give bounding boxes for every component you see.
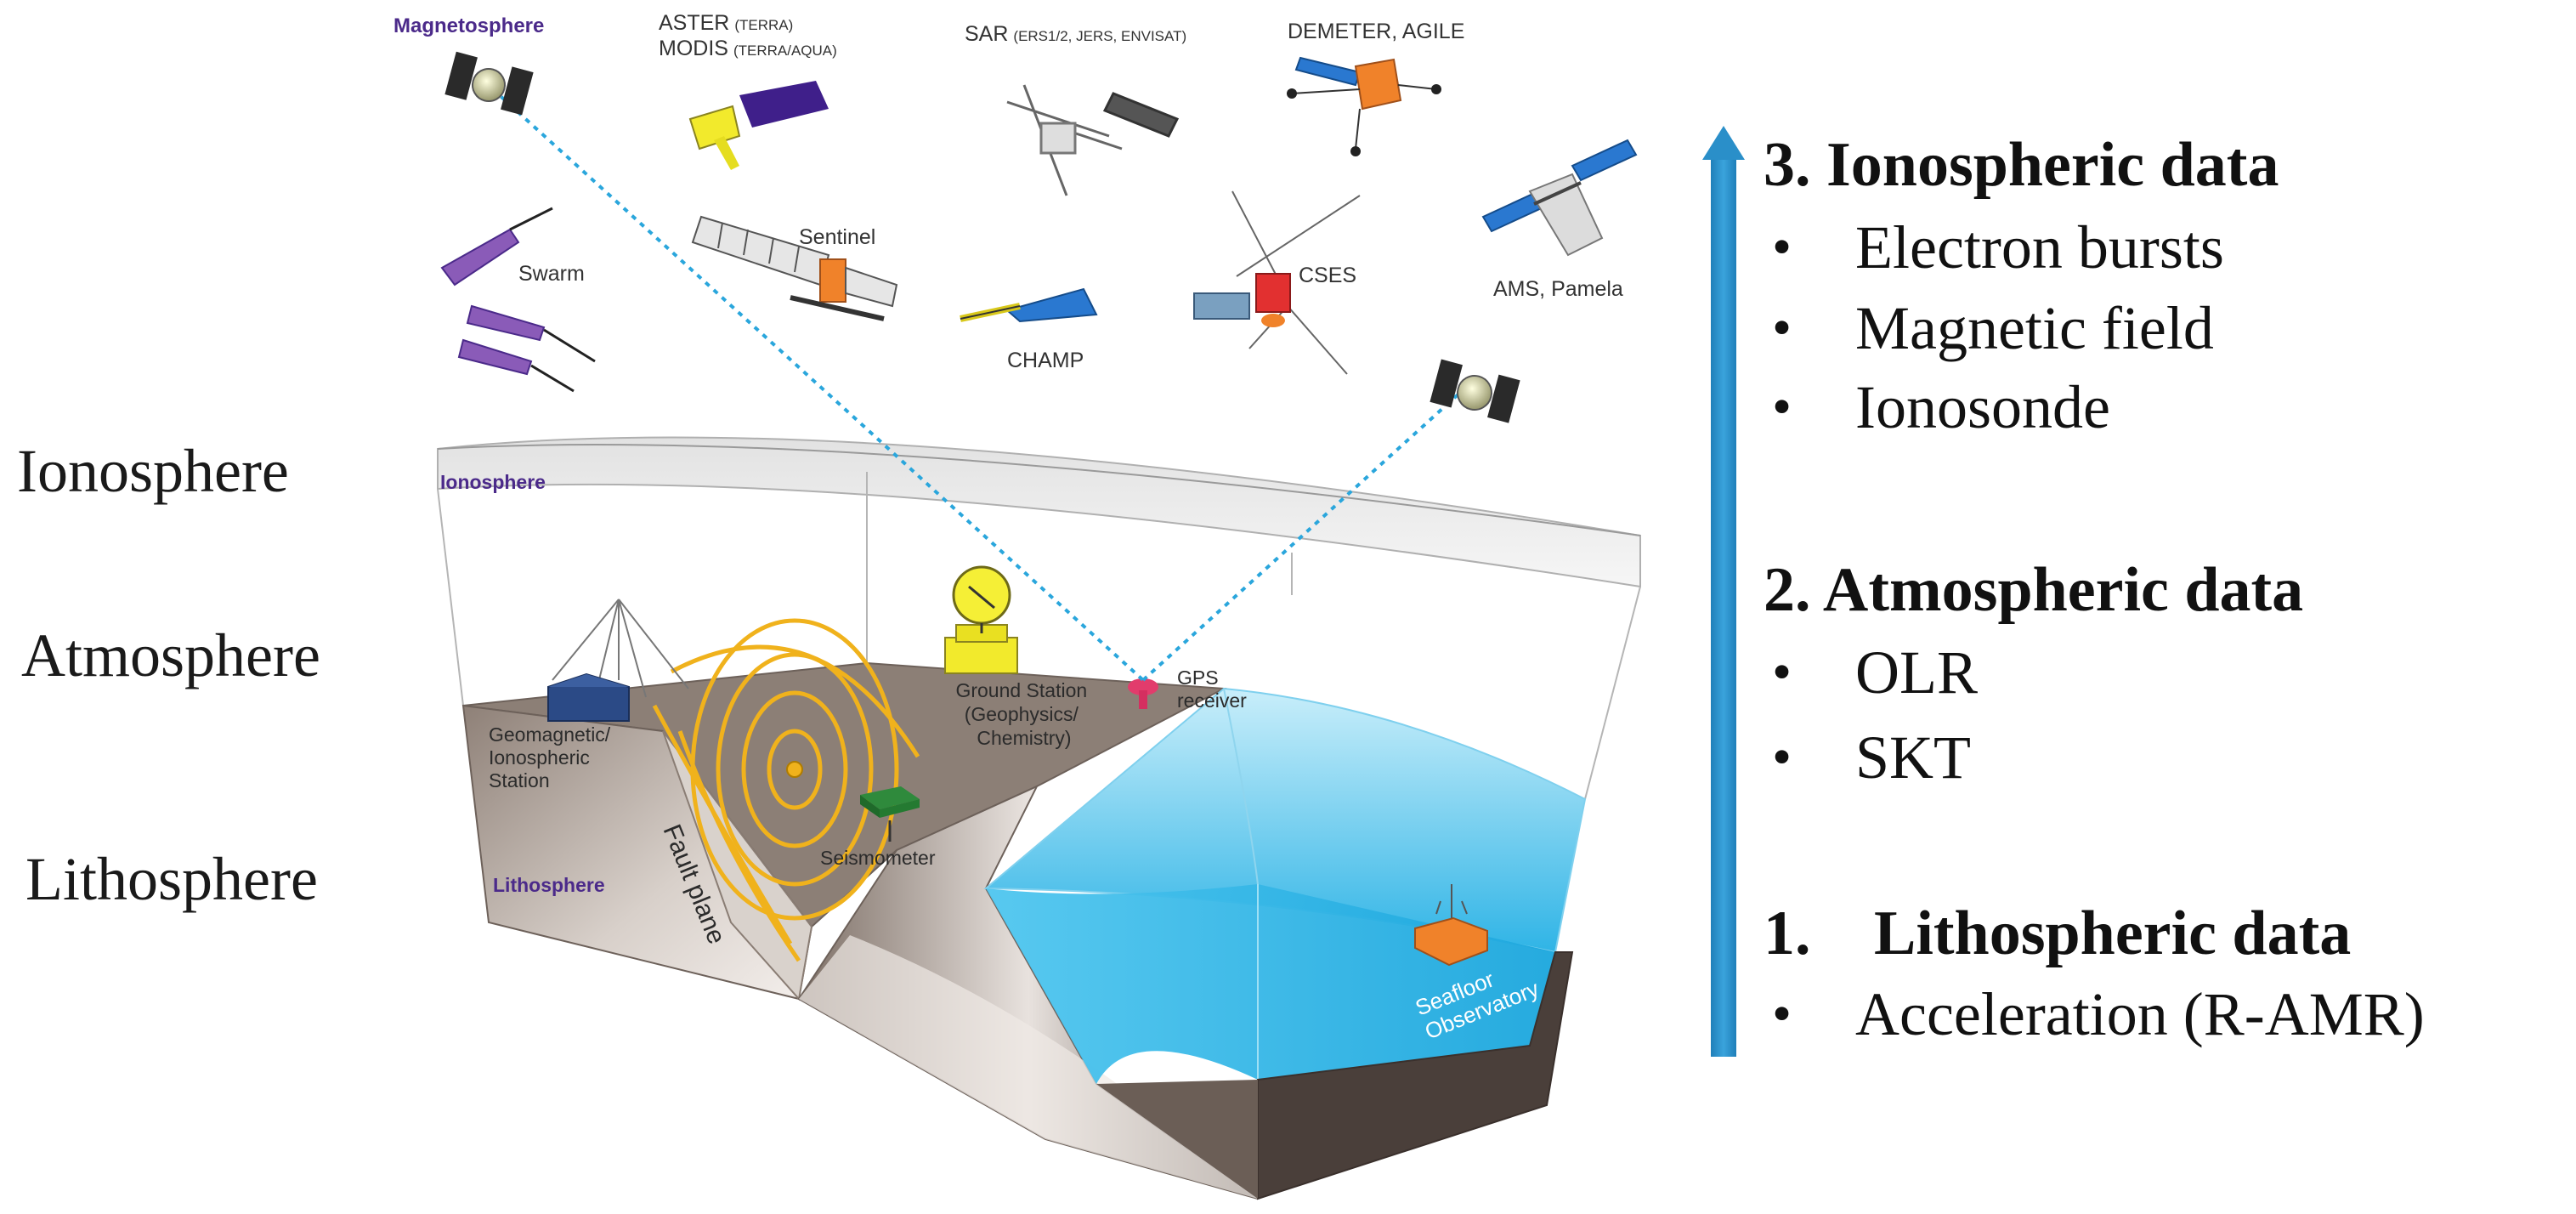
demeter-agile-satellite-icon — [1287, 56, 1441, 156]
ams-pamela-label: AMS, Pamela — [1493, 277, 1623, 301]
epicenter-marker — [786, 761, 803, 778]
ionospheric-item: Ionosonde — [1855, 373, 2110, 441]
lithospheric-data-section: 1. Lithospheric data • Acceleration (R-A… — [1764, 899, 2425, 1048]
gps-satellite-icon — [1430, 359, 1520, 423]
fault-concentric-lines — [652, 618, 920, 962]
atmospheric-item: OLR — [1855, 638, 1978, 706]
atmospheric-data-heading: 2. Atmospheric data — [1764, 555, 2303, 625]
magnetosphere-satellite-icon — [444, 51, 534, 116]
layer-label-atmosphere: Atmosphere — [21, 621, 320, 689]
atmospheric-item: SKT — [1855, 723, 1971, 791]
bullet-icon: • — [1772, 297, 1792, 359]
lithospheric-data-heading: Lithospheric data — [1874, 899, 2351, 968]
cses-satellite-icon — [1193, 190, 1361, 375]
demeter-agile-label: DEMETER, AGILE — [1288, 20, 1464, 43]
inner-lithosphere-label: Lithosphere — [493, 874, 605, 896]
geomagnetic-station-icon — [547, 598, 689, 722]
bullet-icon: • — [1772, 216, 1792, 278]
upward-arrow — [1702, 126, 1745, 1057]
geomagnetic-station-label: Geomagnetic/ Ionospheric Station — [489, 723, 616, 791]
ground-station-label: Ground Station (Geophysics/ Chemistry) — [955, 679, 1092, 749]
champ-satellite-icon — [960, 287, 1098, 323]
ionospheric-item: Magnetic field — [1855, 294, 2214, 362]
sar-label: SAR(ERS1/2, JERS, ENVISAT) — [965, 22, 1186, 46]
ams-pamela-satellite-icon — [1481, 139, 1638, 257]
swarm-label: Swarm — [518, 262, 585, 286]
layer-label-lithosphere: Lithosphere — [25, 845, 318, 913]
champ-label: CHAMP — [1007, 349, 1084, 372]
seismometer-icon — [860, 786, 920, 842]
gps-receiver-icon — [1128, 678, 1158, 709]
bullet-icon: • — [1772, 726, 1792, 788]
inner-ionosphere-label: Ionosphere — [440, 471, 546, 493]
cses-label: CSES — [1299, 264, 1356, 287]
atmospheric-data-section: 2. Atmospheric data • OLR • SKT — [1764, 555, 2303, 791]
bullet-icon: • — [1772, 983, 1792, 1045]
ionospheric-data-heading: 3. Ionospheric data — [1764, 130, 2279, 200]
satellites: Magnetosphere ASTER(TERRA) MODIS(TERRA/A… — [393, 11, 1638, 423]
bullet-icon: • — [1772, 641, 1792, 703]
earth-block — [437, 436, 1641, 1200]
magnetosphere-label: Magnetosphere — [393, 14, 544, 37]
sar-satellite-icon — [1006, 84, 1180, 196]
ionospheric-item: Electron bursts — [1855, 213, 2224, 281]
seismometer-label: Seismometer — [820, 847, 936, 869]
gps-receiver-label: GPS receiver — [1177, 667, 1247, 712]
sentinel-satellite-icon — [691, 215, 898, 321]
modis-label: MODIS(TERRA/AQUA) — [659, 37, 837, 60]
bullet-icon: • — [1772, 376, 1792, 438]
ocean-front — [986, 884, 1555, 1084]
atmosphere-box-edges — [437, 472, 1641, 800]
swarm-satellites-icon — [440, 207, 596, 393]
ground-station-icon — [944, 565, 1018, 674]
aster-modis-satellite-icon — [688, 81, 829, 170]
lithospheric-item: Acceleration (R-AMR) — [1855, 980, 2425, 1048]
signal-lines — [491, 88, 1464, 682]
seafloor-observatory-icon — [1414, 884, 1488, 967]
aster-label: ASTER(TERRA) — [659, 11, 793, 35]
sentinel-label: Sentinel — [799, 225, 875, 249]
layer-label-ionosphere: Ionosphere — [17, 437, 289, 505]
ionospheric-data-section: 3. Ionospheric data • Electron bursts • … — [1764, 130, 2279, 441]
lithospheric-data-heading-number: 1. — [1764, 899, 1811, 968]
